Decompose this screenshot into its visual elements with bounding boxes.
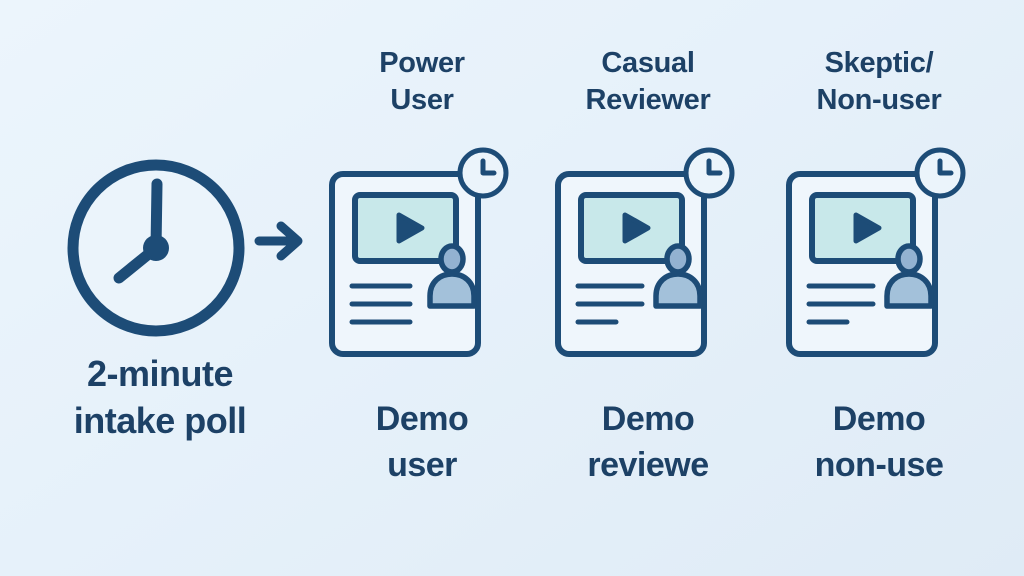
clock-badge-hands [706,158,723,176]
arrow-shaft [254,221,303,261]
demo-card-icon [555,147,735,357]
user-torso [427,271,477,309]
user-torso [653,271,703,309]
demo-label: Demo reviewe [587,400,709,484]
persona-column: Power User Demo user [322,0,522,576]
persona-label: Casual Reviewer [585,47,711,116]
clock-icon [67,159,245,337]
user-icon [664,243,692,275]
demo-card-icon [329,147,509,357]
demo-label: Demo non-use [814,400,944,484]
clock-badge-hands [480,158,497,176]
clock-badge-hands [937,158,954,176]
user-icon [895,243,923,275]
persona-column: Casual Reviewer Demo reviewe [548,0,748,576]
persona-label: Skeptic/ Non-user [816,47,942,116]
persona-column: Skeptic/ Non-user Demo non-use [779,0,979,576]
persona-label: Power User [379,47,465,116]
arrow-right-icon [254,221,303,261]
demo-label: Demo user [375,400,469,484]
user-torso [884,271,934,309]
clock-center-dot [143,235,169,261]
play-icon [853,212,882,244]
play-icon [396,212,425,244]
play-icon [622,212,651,244]
intake-poll-label: 2-minute intake poll [73,353,247,441]
demo-card-icon [786,147,966,357]
user-icon [438,243,466,275]
